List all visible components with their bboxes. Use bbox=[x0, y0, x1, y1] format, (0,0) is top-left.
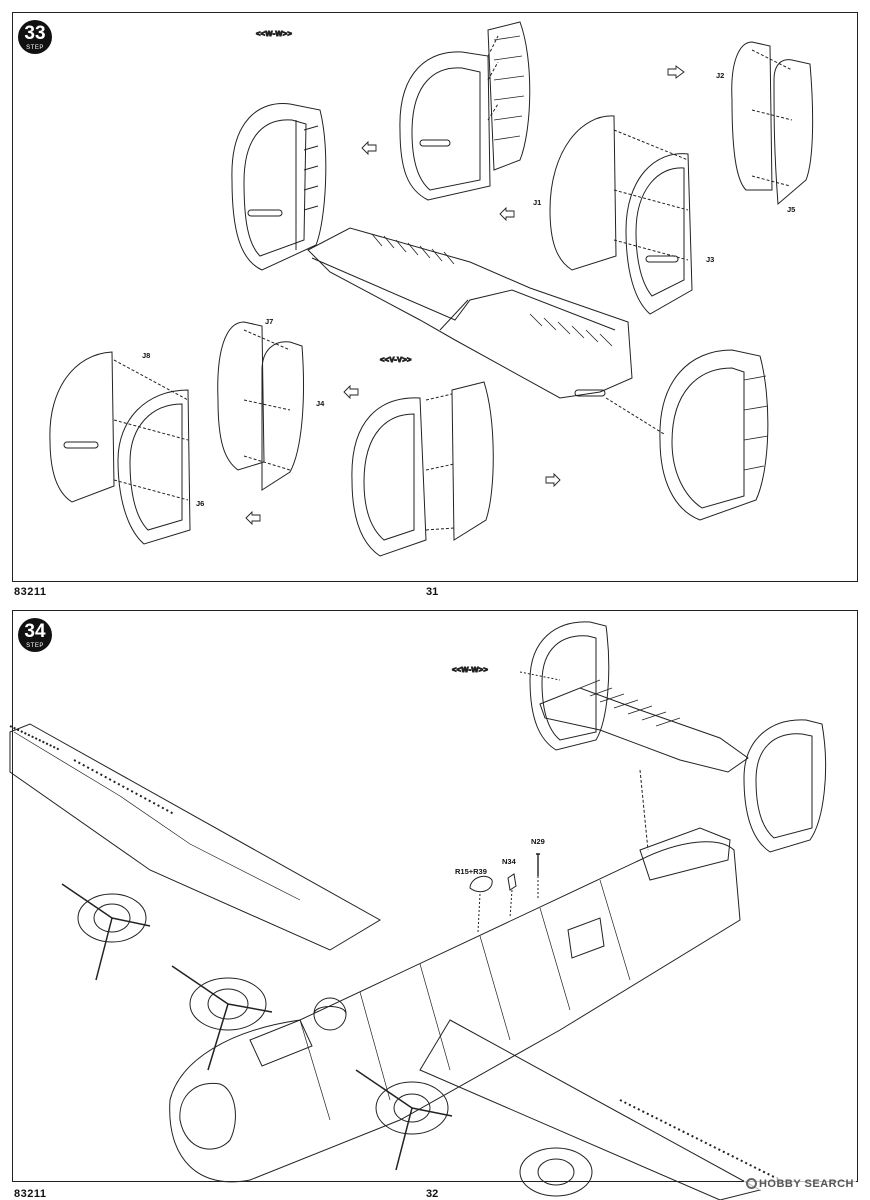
step-word: STEP bbox=[26, 45, 44, 51]
horizontal-stabilizer bbox=[307, 227, 633, 399]
nose-cockpit bbox=[179, 997, 347, 1150]
part-label-j3: J3 bbox=[706, 255, 714, 264]
left-wing bbox=[9, 723, 381, 951]
instruction-page-32: <<W-W>> bbox=[0, 600, 870, 1200]
step-34-badge: 34 STEP bbox=[18, 618, 52, 652]
step-number: 34 bbox=[24, 621, 46, 642]
product-code: 83211 bbox=[14, 586, 47, 598]
part-label-n29: N29 bbox=[531, 837, 545, 846]
page-frame bbox=[12, 610, 858, 1182]
part-label-j2: J2 bbox=[716, 71, 724, 80]
part-label-j8: J8 bbox=[142, 351, 150, 360]
part-label-n34: N34 bbox=[502, 857, 517, 866]
part-label-j1: J1 bbox=[533, 198, 541, 207]
part-label-j6: J6 bbox=[196, 499, 204, 508]
orientation-arrows bbox=[245, 65, 685, 526]
engine-nacelles bbox=[61, 883, 593, 1197]
leader-line bbox=[519, 671, 561, 681]
product-code: 83211 bbox=[14, 1188, 47, 1200]
right-wing bbox=[419, 1019, 781, 1200]
part-label-j4: J4 bbox=[316, 399, 325, 408]
arrow-icon bbox=[667, 65, 685, 79]
arrow-icon bbox=[343, 384, 359, 400]
fin-assembly-left-top bbox=[231, 103, 327, 271]
arrow-icon bbox=[245, 510, 261, 526]
part-label-j7: J7 bbox=[265, 317, 273, 326]
fin-assembly-j8-j6: J8 J6 bbox=[49, 351, 204, 545]
tail-assembly bbox=[529, 621, 827, 853]
callout-w-w: <<W-W>> bbox=[452, 665, 488, 674]
step-number: 33 bbox=[24, 23, 46, 44]
fuselage bbox=[169, 827, 741, 1183]
fin-assembly-right-completed bbox=[605, 349, 769, 521]
step-34-drawing: <<W-W>> bbox=[9, 621, 827, 1200]
fin-assembly-j1-j3: J1 J3 bbox=[533, 115, 714, 315]
callout-w-w: <<W-W>> bbox=[256, 29, 292, 38]
arrow-icon bbox=[361, 140, 377, 156]
part-label-r15-r39: R15+R39 bbox=[455, 867, 487, 876]
arrow-icon bbox=[545, 472, 561, 488]
page-frame bbox=[12, 12, 858, 582]
page-number: 31 bbox=[426, 586, 439, 598]
instruction-page-31: <<W-W>> <<V-V>> bbox=[12, 12, 858, 598]
step-33-drawing: <<W-W>> <<V-V>> bbox=[49, 21, 814, 557]
hobby-search-watermark: HOBBY SEARCH bbox=[743, 1178, 856, 1190]
watermark-text: HOBBY SEARCH bbox=[758, 1178, 854, 1190]
step-33-badge: 33 STEP bbox=[18, 20, 52, 54]
hobby-search-logo-icon bbox=[745, 1178, 757, 1189]
fin-assembly-j2-j5: J2 J5 bbox=[716, 41, 814, 214]
arrow-icon bbox=[499, 206, 515, 222]
callout-v-v: <<V-V>> bbox=[380, 355, 412, 364]
step-word: STEP bbox=[26, 643, 44, 649]
part-label-j5: J5 bbox=[787, 205, 795, 214]
small-parts: R15+R39 N34 N29 bbox=[455, 837, 545, 933]
fin-assembly-center-bottom bbox=[351, 381, 494, 557]
page-number: 32 bbox=[426, 1188, 439, 1200]
fin-assembly-center-top bbox=[399, 21, 531, 201]
fin-assembly-j7-j4: J7 J4 bbox=[217, 317, 325, 491]
